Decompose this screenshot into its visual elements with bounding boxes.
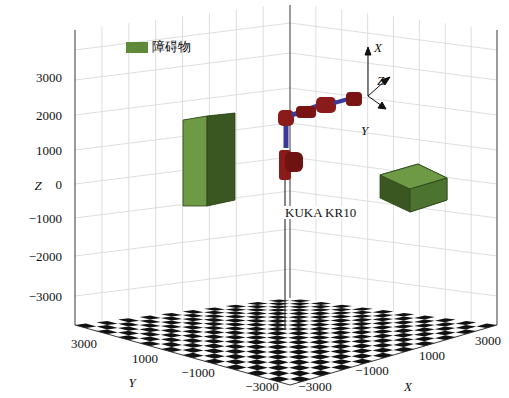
axis-label: 3000	[71, 337, 97, 350]
axis-label: X	[374, 41, 382, 54]
axis-label: Y	[361, 124, 368, 137]
axis-label: 0	[56, 178, 63, 191]
legend-swatch	[126, 42, 148, 53]
axis-label: Z	[34, 179, 41, 192]
axis-label: Z	[377, 74, 384, 87]
axis-label: −1000	[181, 366, 214, 379]
axis-label: 1000	[132, 352, 158, 365]
robot-arm	[278, 92, 362, 180]
axis-label: −1000	[29, 212, 62, 225]
obstacle-left	[183, 113, 235, 206]
axes-frame	[75, 5, 497, 385]
axis-label: KUKA KR10	[284, 206, 357, 219]
axis-label: 3000	[36, 71, 62, 84]
axis-label: X	[404, 380, 412, 393]
grid-lines	[75, 6, 497, 321]
axis-label: 1000	[419, 349, 445, 362]
axis-label: −3000	[298, 380, 331, 393]
axis-label: −1000	[355, 364, 388, 377]
axis-label: −3000	[245, 380, 278, 393]
axis-label: −3000	[29, 290, 62, 303]
axis-label: −2000	[29, 250, 62, 263]
axis-label: 1000	[36, 144, 62, 157]
axis-label: Y	[128, 376, 135, 389]
tool-frame-axes	[365, 47, 390, 109]
legend: 障碍物	[126, 38, 191, 56]
legend-text: 障碍物	[152, 38, 191, 56]
axis-label: 3000	[475, 334, 501, 347]
checker-floor	[75, 299, 497, 382]
obstacle-right	[380, 164, 447, 212]
axis-label: 2000	[36, 109, 62, 122]
